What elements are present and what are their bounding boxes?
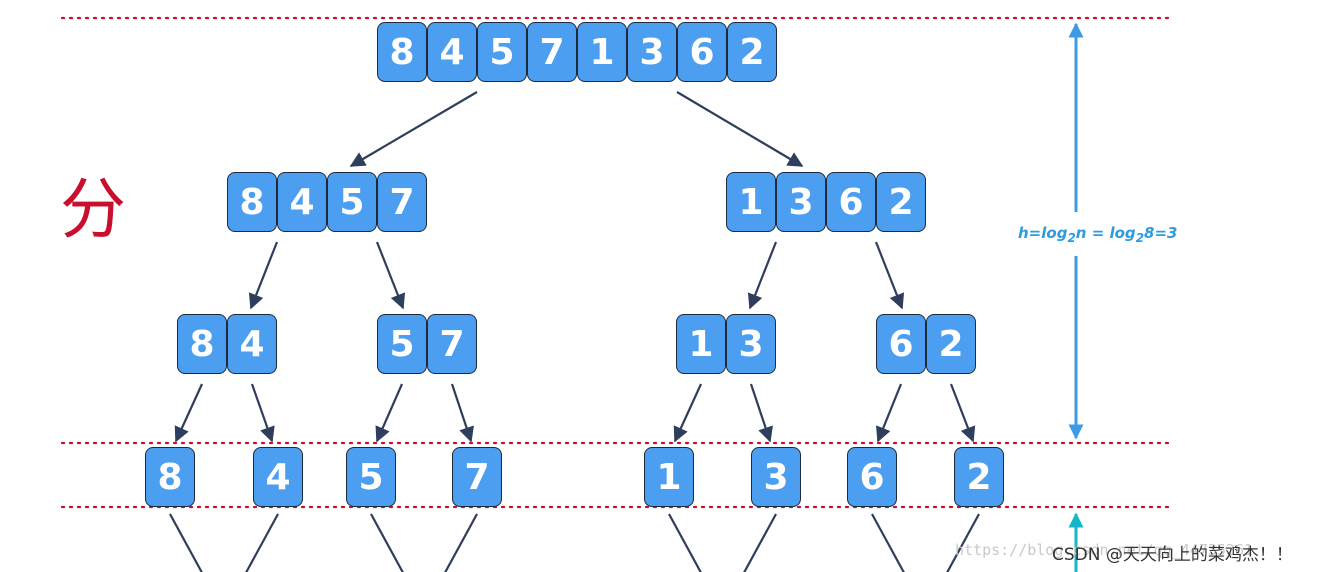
array-cell: 7	[527, 22, 577, 82]
split-arrow	[747, 241, 778, 310]
formula-part: n = log	[1075, 224, 1136, 242]
array-cell: 5	[477, 22, 527, 82]
array-cell: 8	[377, 22, 427, 82]
merge-arrow	[245, 513, 279, 572]
array-cell: 4	[427, 22, 477, 82]
array-cell: 4	[227, 314, 277, 374]
split-arrow	[949, 383, 976, 443]
array-cell: 3	[726, 314, 776, 374]
array-cell: 6	[677, 22, 727, 82]
array-cell: 2	[954, 447, 1004, 507]
merge-arrow	[743, 513, 777, 572]
array-cell: 1	[726, 172, 776, 232]
formula-subscript: 2	[1135, 231, 1145, 245]
split-arrow	[375, 383, 404, 443]
formula-subscript: 2	[1067, 231, 1076, 245]
array-cell: 5	[327, 172, 377, 232]
split-arrow	[248, 241, 279, 310]
height-formula: h=log2n = log28=3	[1018, 222, 1178, 247]
split-arrow	[375, 241, 406, 310]
split-arrow	[250, 383, 275, 443]
formula-part: 8=3	[1144, 224, 1178, 242]
split-arrow	[349, 91, 478, 167]
split-label: 分	[60, 171, 126, 248]
array-cell: 2	[926, 314, 976, 374]
array-cell: 3	[776, 172, 826, 232]
split-arrow	[450, 383, 474, 443]
merge-arrow	[169, 513, 203, 572]
array-cell: 7	[427, 314, 477, 374]
split-arrow	[174, 383, 204, 443]
merge-arrow	[946, 513, 980, 572]
array-cell: 4	[253, 447, 303, 507]
array-cell: 2	[727, 22, 777, 82]
array-cell: 5	[377, 314, 427, 374]
watermark-url: https://blog.csdn.net/qq_44735261	[955, 541, 1254, 559]
watermark: CSDN @天天向上的菜鸡杰！！	[1052, 545, 1293, 565]
formula-part: h=log	[1018, 224, 1068, 242]
array-cell: 1	[577, 22, 627, 82]
merge-arrow	[871, 513, 905, 572]
array-cell: 6	[876, 314, 926, 374]
merge-arrow	[444, 513, 478, 572]
array-cell: 8	[145, 447, 195, 507]
array-cell: 1	[676, 314, 726, 374]
array-cell: 8	[177, 314, 227, 374]
array-cell: 7	[452, 447, 502, 507]
array-cell: 6	[847, 447, 897, 507]
array-cell: 3	[627, 22, 677, 82]
split-arrow	[876, 383, 903, 443]
split-arrow	[749, 383, 773, 443]
array-cell: 3	[751, 447, 801, 507]
array-cell: 8	[227, 172, 277, 232]
array-cell: 2	[876, 172, 926, 232]
array-cell: 5	[346, 447, 396, 507]
array-cell: 6	[826, 172, 876, 232]
merge-arrow	[370, 513, 404, 572]
split-arrow	[676, 91, 804, 167]
array-cell: 4	[277, 172, 327, 232]
split-arrow	[673, 383, 703, 443]
split-arrow	[874, 241, 905, 310]
array-cell: 7	[377, 172, 427, 232]
array-cell: 1	[644, 447, 694, 507]
merge-arrow	[668, 513, 702, 572]
